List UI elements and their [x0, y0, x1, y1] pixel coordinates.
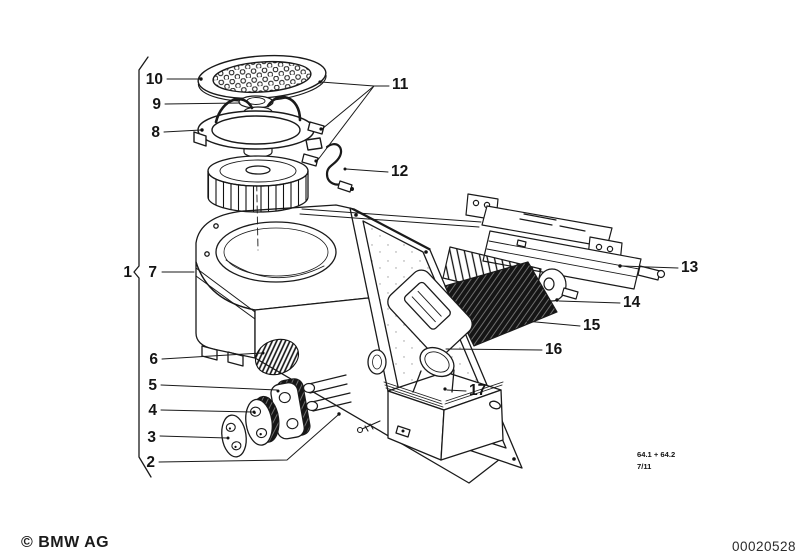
- part-blower-wheel: [207, 153, 319, 213]
- callout-13: 13: [681, 259, 699, 276]
- callout-8: 8: [151, 124, 160, 141]
- sheet-ref-page: 7/11: [637, 462, 652, 471]
- housing-outlet-hole: [367, 349, 387, 375]
- part-vent-grille: [254, 338, 300, 376]
- part-heater-pipes: [302, 374, 352, 412]
- callout-12: 12: [391, 163, 408, 180]
- part-air-duct: [356, 346, 504, 461]
- part-grommet-double: [245, 395, 280, 446]
- part-defroster-louver: [387, 269, 473, 357]
- part-motor-mount-ring: [193, 95, 325, 151]
- part-wire-clip: [325, 143, 354, 193]
- callout-16: 16: [545, 341, 563, 358]
- callout-4: 4: [148, 402, 157, 419]
- callout-2: 2: [146, 454, 155, 471]
- copyright-text: © BMW AG: [21, 534, 110, 551]
- part-control-bracket: [465, 193, 666, 290]
- callout-7: 7: [148, 264, 157, 281]
- sheet-ref-group: 64.1 + 64.2: [637, 450, 675, 459]
- callout-5: 5: [148, 377, 157, 394]
- callout-14: 14: [623, 294, 641, 311]
- part-seal-plate: [270, 378, 311, 440]
- callout-15: 15: [583, 317, 601, 334]
- assembly-bracket: [133, 56, 152, 478]
- part-grille-cover: [197, 54, 327, 102]
- part-grommet-single: [221, 414, 247, 458]
- callout-9: 9: [152, 96, 161, 113]
- callout-17: 17: [469, 382, 486, 399]
- document-number: 00020528: [732, 539, 797, 554]
- callout-11: 11: [392, 76, 409, 93]
- sheet-reference: 64.1 + 64.2 7/11: [637, 450, 675, 471]
- mounting-screw: [356, 420, 381, 434]
- callout-3: 3: [147, 429, 156, 446]
- callout-6: 6: [149, 351, 158, 368]
- callout-labels: 1 2 3 4 5 6 7 8 9 10 11 12 13 14 15 16 1…: [123, 71, 698, 471]
- callout-10: 10: [146, 71, 163, 88]
- control-cables: [299, 208, 482, 228]
- callout-1: 1: [123, 264, 132, 281]
- blower-opening: [215, 221, 337, 283]
- leader-lines: [158, 77, 679, 463]
